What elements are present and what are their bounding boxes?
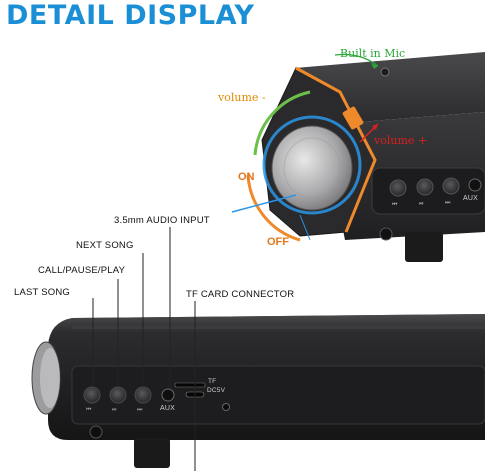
panel-tf-label: TF <box>208 378 217 385</box>
callout-leader-lines <box>92 227 196 471</box>
off-label: OFF <box>267 236 289 248</box>
panel-aux-label: AUX <box>160 405 175 412</box>
next-song-callout: NEXT SONG <box>76 240 134 251</box>
call-pause-play-callout: CALL/PAUSE/PLAY <box>38 265 126 276</box>
tf-card-slot <box>174 382 206 388</box>
svg-text:⏯: ⏯ <box>419 200 424 207</box>
on-label: ON <box>238 171 255 183</box>
top-play-button <box>416 178 434 196</box>
last-song-button <box>83 386 101 404</box>
svg-text:⏯: ⏯ <box>112 406 117 413</box>
top-next-song-button <box>442 177 460 195</box>
next-song-button <box>134 386 152 404</box>
volume-down-label: volume - <box>218 91 266 104</box>
svg-text:⏭: ⏭ <box>445 199 451 206</box>
top-last-song-button <box>389 179 407 197</box>
svg-text:⏮: ⏮ <box>86 406 92 413</box>
tf-card-callout: TF CARD CONNECTOR <box>186 289 295 300</box>
volume-up-label: volume + <box>374 134 428 147</box>
audio-input-callout: 3.5mm AUDIO INPUT <box>114 215 210 226</box>
panel-dc5v-label: DC5V <box>207 387 226 394</box>
headline: DETAIL DISPLAY <box>6 0 255 31</box>
mic-hole <box>380 67 390 77</box>
last-song-callout: LAST SONG <box>14 287 71 298</box>
mic-label: Built in Mic <box>340 47 406 60</box>
svg-text:⏮: ⏮ <box>392 201 398 208</box>
top-aux-port <box>468 178 482 192</box>
call-pause-play-button <box>109 386 127 404</box>
front-device-view: ⏮ ⏯ ⏭ <box>31 314 485 468</box>
svg-text:⏭: ⏭ <box>137 406 143 413</box>
top-device-view: ⏮ ⏯ ⏭ <box>231 52 485 262</box>
aux-input-port <box>161 388 175 402</box>
dc-power-port <box>222 403 230 411</box>
top-aux-label: AUX <box>463 195 478 202</box>
